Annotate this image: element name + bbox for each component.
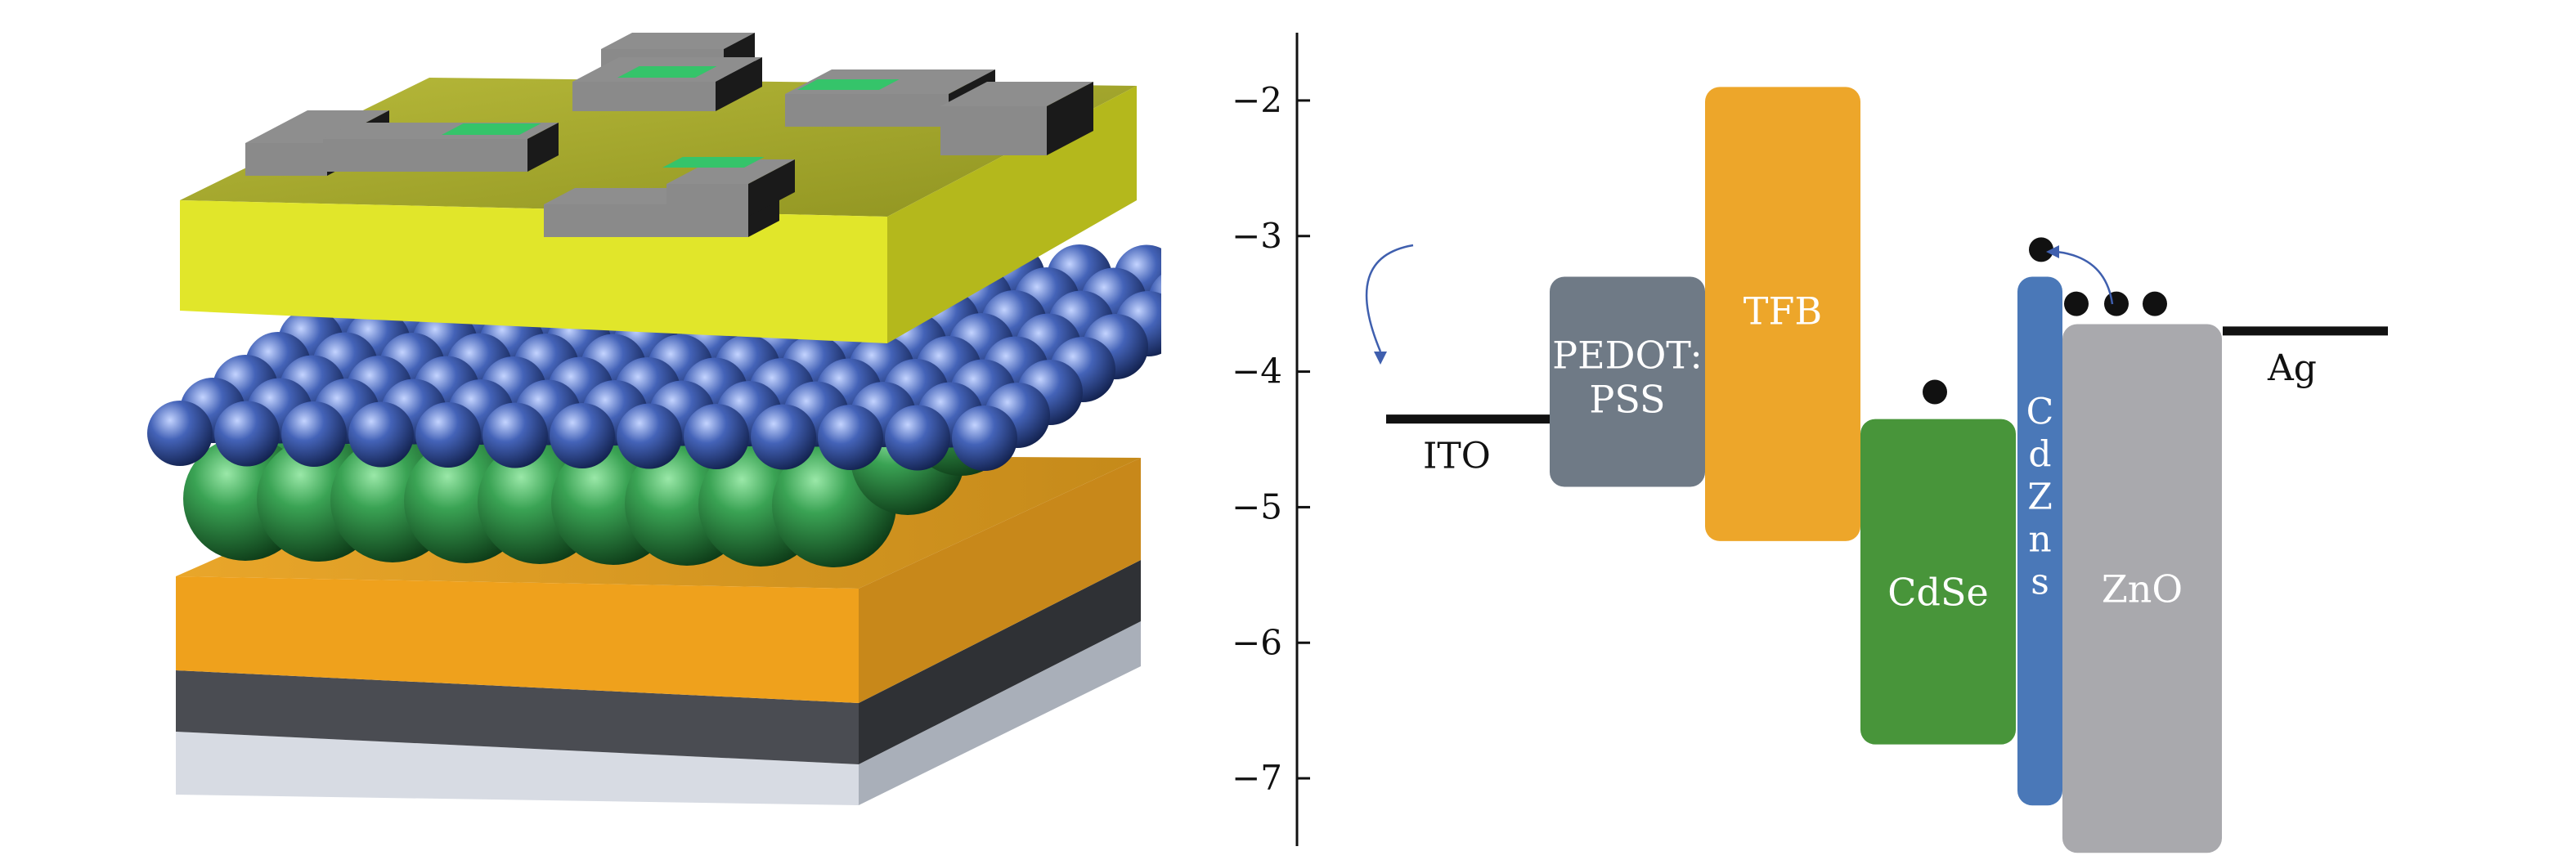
cdzns-label: n	[2028, 519, 2051, 561]
zno-nanoparticle	[818, 405, 883, 470]
ag-electrode-top	[940, 82, 1093, 106]
electron-injection-arrowhead	[2046, 245, 2059, 258]
cdzns-label: s	[2031, 562, 2049, 603]
pedot-pss-label: PEDOT:	[1552, 334, 1703, 378]
cdzns-label: d	[2028, 434, 2051, 476]
y-axis: −2 −3 −4 −5 −6 −7	[1232, 33, 1310, 846]
cdse-label: CdSe	[1887, 571, 1988, 615]
y-tick-label: −7	[1232, 758, 1282, 798]
cdse-level-box	[1860, 419, 2016, 745]
emission-pixel	[797, 79, 900, 90]
ag-electrode-front	[940, 106, 1047, 155]
electron-dot	[2104, 291, 2129, 316]
zno-nanoparticle	[684, 404, 749, 469]
zno-nanoparticle	[415, 402, 481, 468]
cdzns-label: Z	[2027, 477, 2053, 518]
cdzns-level-box	[2017, 276, 2062, 806]
ito-label: ITO	[1423, 436, 1491, 477]
zno-nanoparticle	[885, 405, 950, 471]
y-tick-label: −4	[1232, 352, 1282, 392]
zno-nanoparticle	[952, 405, 1017, 471]
ag-electrode-side	[527, 123, 559, 172]
ag-electrode-side	[748, 159, 795, 217]
y-tick-label: −6	[1232, 622, 1282, 662]
ag-electrode-top	[245, 110, 389, 143]
ag-electrode-front	[785, 94, 949, 127]
y-tick-label: −5	[1232, 486, 1282, 526]
y-tick-label: −3	[1232, 216, 1282, 256]
electron-transfer-arrow	[1365, 244, 1414, 352]
zno-nanoparticle-layer	[147, 240, 1161, 471]
zno-nanoparticle	[348, 401, 414, 468]
substrate-layer	[176, 621, 1141, 805]
zno-level-box	[2062, 324, 2222, 853]
ag-electrode-side	[1047, 82, 1093, 155]
zno-nanoparticle	[147, 401, 213, 466]
electron-dot	[1923, 379, 1947, 405]
ag-electrode-front	[666, 184, 748, 217]
charge-transfer-arrows	[1365, 244, 2114, 365]
zno-nanoparticle	[214, 401, 280, 467]
zno-nanoparticle	[550, 403, 615, 468]
ito-layer	[176, 560, 1141, 764]
zno-nanoparticle	[751, 404, 816, 470]
device-schematic	[147, 33, 1161, 805]
zno-nanoparticle	[281, 401, 347, 467]
electron-injection-arrow	[2056, 250, 2114, 305]
ag-electrode-array	[245, 33, 1093, 237]
zno-nanoparticle	[617, 403, 682, 469]
electron-dot	[2064, 291, 2089, 316]
tfb-label: TFB	[1744, 289, 1822, 333]
zno-label: ZnO	[2102, 567, 2183, 611]
ag-electrode-front	[245, 143, 327, 176]
tfb-level-box	[1705, 87, 1860, 541]
ag-electrode-front	[323, 139, 527, 172]
electron-transfer-arrowhead	[1374, 352, 1387, 365]
emission-pixel	[617, 66, 717, 78]
pedot-pss-level-box	[1550, 276, 1705, 487]
electron-dot	[2029, 237, 2053, 262]
cdzns-label: C	[2026, 392, 2054, 433]
emission-pixel	[662, 157, 765, 168]
ag-electrode-side	[716, 57, 762, 111]
ag-electrode-top	[666, 159, 795, 184]
ag-electrode-top	[601, 33, 755, 49]
ag-label: Ag	[2267, 347, 2317, 389]
electron-dots	[1923, 237, 2167, 405]
pedot-pss-label: PSS	[1589, 378, 1665, 422]
y-tick-label: −2	[1232, 80, 1282, 120]
zno-nanoparticle	[482, 402, 548, 468]
emission-pixel	[442, 123, 541, 135]
ag-electrode-front	[572, 82, 716, 111]
electron-dot	[2143, 291, 2167, 316]
